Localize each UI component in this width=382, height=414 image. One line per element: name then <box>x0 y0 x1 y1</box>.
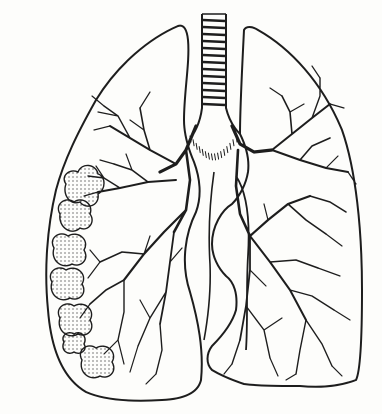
tracheal-ring <box>203 20 225 21</box>
bronchus-branch <box>250 270 266 286</box>
tracheal-ring <box>203 48 225 49</box>
bronchus-branch <box>264 204 268 220</box>
bronchus-branch <box>310 196 346 212</box>
bronchus-branch <box>224 364 232 374</box>
hilum-hatching <box>190 136 237 160</box>
bronchus-branch <box>130 346 138 372</box>
bronchus-branch <box>140 300 150 318</box>
bronchus-branch <box>118 340 124 364</box>
bronchus-branch <box>94 126 110 130</box>
bronchus-branch <box>286 374 296 380</box>
bronchus-branch <box>232 340 240 364</box>
bronchus-branch <box>290 104 304 112</box>
bronchus-branch <box>264 318 282 330</box>
tracheal-ring <box>203 62 225 63</box>
tracheal-ring <box>203 55 225 56</box>
bronchus-branch <box>282 96 292 134</box>
bronchus-branch <box>100 252 144 262</box>
bronchus-branch <box>334 310 350 320</box>
vessel-outline <box>204 172 214 340</box>
lung-lesion <box>50 165 113 377</box>
bronchus-branch <box>312 66 320 78</box>
tracheal-ring <box>203 69 225 70</box>
trachea <box>192 14 240 136</box>
bronchus-branch <box>326 234 342 246</box>
tracheal-ring <box>203 76 225 77</box>
tracheal-ring <box>203 104 225 105</box>
bronchus-branch <box>90 280 124 304</box>
bronchus-branch <box>104 106 130 138</box>
bronchial-tree <box>80 66 356 384</box>
bronchus-branch <box>270 358 278 376</box>
bronchus-branch <box>296 320 306 374</box>
bronchus-branch <box>300 138 330 160</box>
bronchus-branch <box>288 204 326 234</box>
bronchus-branch <box>272 150 348 172</box>
tracheal-ring <box>203 41 225 42</box>
bronchus-branch <box>90 250 100 262</box>
bronchus-branch <box>110 126 176 164</box>
bronchus-branch <box>290 290 334 310</box>
tracheal-ring <box>203 97 225 98</box>
tracheal-ring <box>203 34 225 35</box>
tracheal-ring <box>203 83 225 84</box>
bronchus-branch <box>160 232 174 324</box>
bronchus-branch <box>270 88 282 96</box>
bronchus-branch <box>140 92 150 108</box>
bronchus-branch <box>160 126 196 172</box>
bronchus-branch <box>146 374 156 384</box>
tracheal-ring <box>203 27 225 28</box>
bronchus-branch <box>246 306 270 358</box>
bronchus-branch <box>140 108 150 150</box>
bronchus-branch <box>272 104 330 150</box>
bronchus-branch <box>326 156 338 168</box>
bronchus-branch <box>332 366 342 376</box>
tracheal-cartilage-rings <box>203 20 225 105</box>
tracheal-ring <box>203 90 225 91</box>
bronchus-branch <box>124 210 186 280</box>
bronchus-branch <box>88 262 100 278</box>
bronchus-branch <box>232 126 272 152</box>
bronchus-branch <box>100 160 114 164</box>
bronchus-branch <box>118 280 124 340</box>
bronchus-branch <box>306 320 332 366</box>
bronchus-branch <box>270 260 318 268</box>
bronchus-branch <box>318 268 340 276</box>
bronchus-branch <box>156 324 162 374</box>
